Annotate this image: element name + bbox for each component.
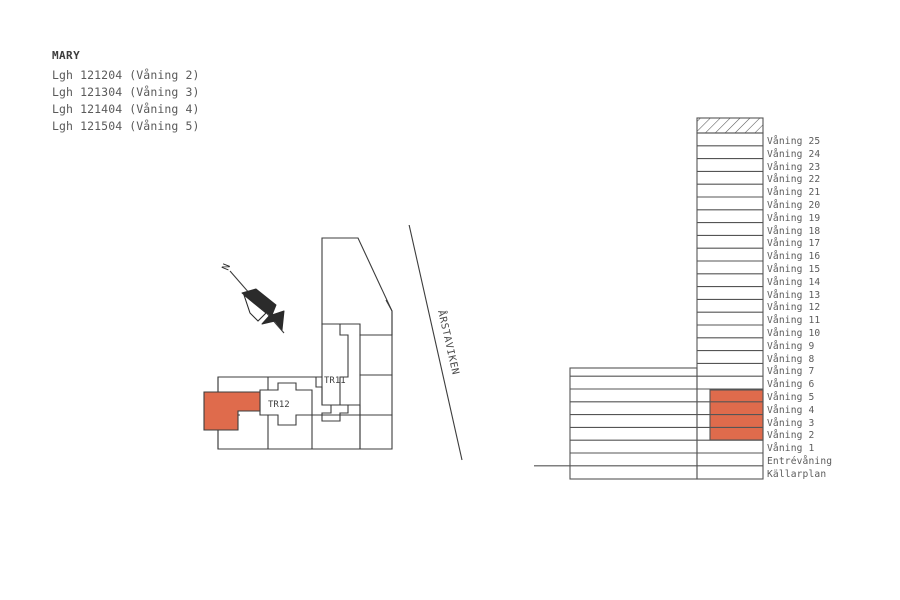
floor-label: Våning 3 [767,417,815,429]
building-edge-ne [385,299,393,335]
floor-label: Våning 7 [767,366,815,378]
legend-unit-item: Lgh 121204 (Våning 2) [52,68,200,82]
tower-outline [696,132,764,480]
roof-hatch-band [696,117,764,134]
floor-label: Våning 23 [767,161,821,173]
floor-label: Våning 24 [767,148,821,160]
floor-label: Våning 2 [767,430,815,442]
floor-label: Våning 13 [767,289,821,301]
site-plan: ÅRSTAVIKEN TR11 TR12 N [200,225,490,475]
floor-label: Våning 8 [767,353,815,365]
floor-label: Källarplan [767,468,827,480]
stair-label-tr11: TR11 [324,376,346,386]
shoreline-arstaviken [408,225,463,461]
building-block-north [321,237,393,336]
building-block-ne [359,334,393,376]
north-arrow-icon: N [221,262,285,334]
building-section-diagram [520,110,880,490]
floor-label: Våning 15 [767,264,821,275]
floor-label: Våning 4 [767,404,815,416]
building-block-e [359,374,393,416]
floor-label: Våning 22 [767,174,821,186]
floor-label: Våning 21 [767,187,821,199]
legend-unit-item: Lgh 121304 (Våning 3) [52,85,200,99]
podium-outline [569,367,698,480]
floor-label: Våning 6 [767,379,815,391]
floor-label: Våning 17 [767,238,821,250]
stair-label-tr12: TR12 [268,400,290,410]
stair-core-tr12 [259,382,313,426]
stair-core-tr11 [315,323,349,422]
floor-label: Våning 18 [767,225,821,237]
floor-label: Våning 14 [767,276,821,288]
legend-unit-item: Lgh 121404 (Våning 4) [52,102,200,116]
floor-label: Våning 5 [767,392,815,403]
floor-label: Våning 20 [767,200,821,211]
north-label: N [221,262,233,272]
floor-label: Entrévåning [767,456,833,467]
project-title: MARY [52,49,81,62]
floor-label: Våning 9 [767,340,815,352]
highlighted-apartment-footprint [203,391,261,431]
floor-label: Våning 25 [767,136,821,147]
highlight-outline [709,389,764,441]
floor-label: Våning 11 [767,315,821,327]
floor-label: Våning 19 [767,212,821,224]
floor-label: Våning 12 [767,302,821,314]
legend-unit-item: Lgh 121504 (Våning 5) [52,119,200,133]
legend-block: MARY Lgh 121204 (Våning 2) Lgh 121304 (V… [52,48,372,135]
floor-label: Våning 16 [767,251,821,263]
floor-label: Våning 1 [767,443,815,455]
water-label: ÅRSTAVIKEN [435,309,463,376]
building-block-se [359,414,393,450]
floor-label: Våning 10 [767,328,821,339]
